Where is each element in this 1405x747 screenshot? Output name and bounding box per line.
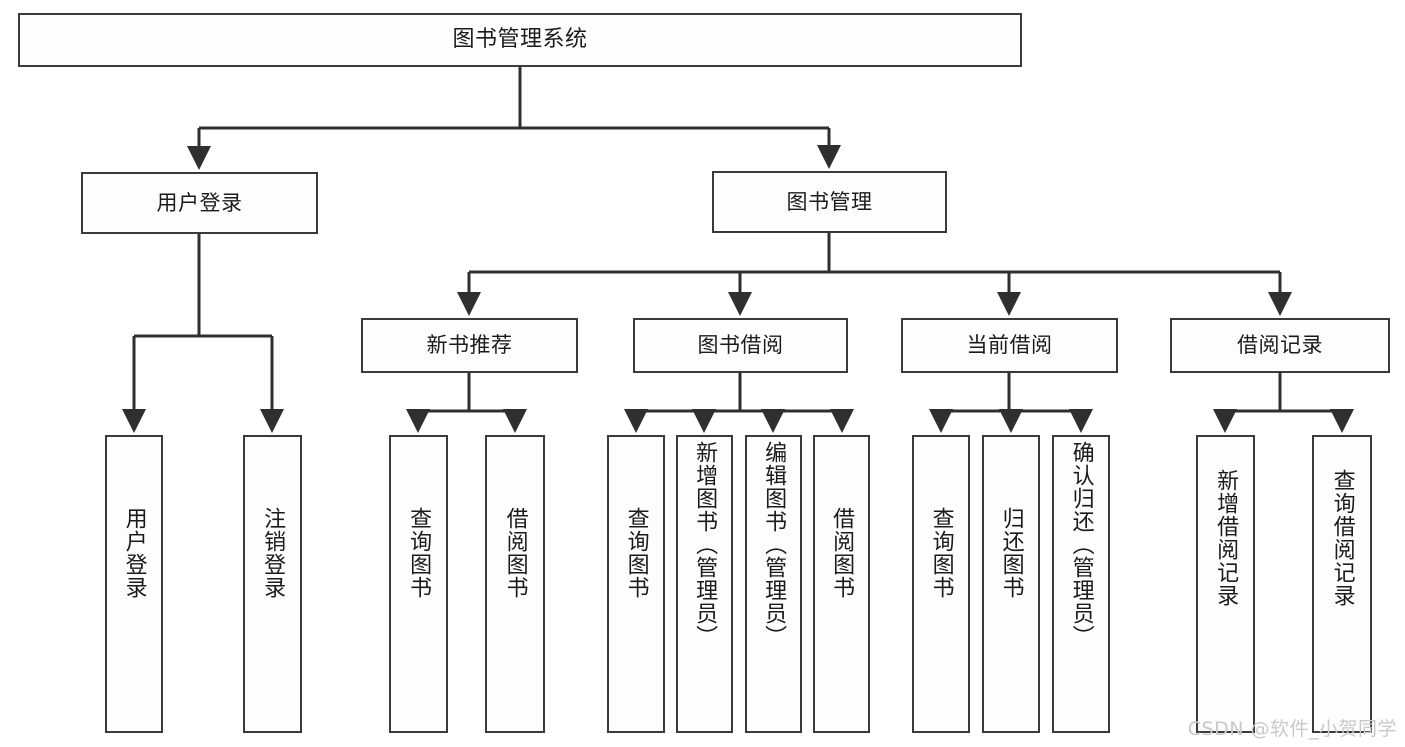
node-root[interactable]: 图书管理系统 (18, 13, 1022, 67)
node-leaf-borrow-book-rec[interactable]: 借阅图书 (485, 435, 545, 733)
node-book-management-label: 图书管理 (786, 189, 873, 214)
node-leaf-query-book-rec[interactable]: 查询图书 (389, 435, 448, 733)
node-current-borrow-label: 当前借阅 (966, 333, 1053, 358)
node-borrow-record-label: 借阅记录 (1237, 333, 1323, 358)
node-new-book-recommend[interactable]: 新书推荐 (361, 318, 578, 373)
node-leaf-user-login[interactable]: 用户登录 (105, 435, 163, 733)
node-borrow-record[interactable]: 借阅记录 (1170, 318, 1390, 373)
node-leaf-query-book-borrow[interactable]: 查询图书 (607, 435, 665, 733)
node-leaf-add-borrow-record[interactable]: 新增借阅记录 (1196, 435, 1255, 733)
node-leaf-query-book-rec-label: 查询图书 (406, 507, 432, 599)
node-leaf-return-book-label: 归还图书 (998, 507, 1024, 599)
node-book-management[interactable]: 图书管理 (712, 171, 947, 233)
node-root-label: 图书管理系统 (452, 27, 588, 53)
node-leaf-add-book-admin-label: 新增图书（管理员） (692, 441, 718, 648)
node-leaf-add-book-admin[interactable]: 新增图书（管理员） (676, 435, 733, 733)
node-leaf-edit-book-admin[interactable]: 编辑图书（管理员） (745, 435, 802, 733)
csdn-watermark: CSDN @软件_小贺同学 (1187, 718, 1397, 740)
node-leaf-return-book[interactable]: 归还图书 (982, 435, 1040, 733)
node-leaf-query-borrow-record[interactable]: 查询借阅记录 (1312, 435, 1372, 733)
node-current-borrow[interactable]: 当前借阅 (901, 318, 1118, 373)
node-new-book-recommend-label: 新书推荐 (426, 333, 513, 358)
node-leaf-edit-book-admin-label: 编辑图书（管理员） (761, 441, 787, 648)
node-leaf-user-login-label: 用户登录 (121, 507, 147, 599)
node-leaf-confirm-return-admin-label: 确认归还（管理员） (1068, 441, 1094, 648)
node-leaf-borrow-book[interactable]: 借阅图书 (813, 435, 870, 733)
node-leaf-query-borrow-record-label: 查询借阅记录 (1329, 469, 1355, 607)
node-user-login-label: 用户登录 (156, 190, 243, 215)
node-leaf-add-borrow-record-label: 新增借阅记录 (1213, 469, 1239, 607)
node-book-borrow-label: 图书借阅 (697, 333, 784, 358)
node-book-borrow[interactable]: 图书借阅 (633, 318, 848, 373)
node-leaf-borrow-book-rec-label: 借阅图书 (502, 507, 528, 599)
node-leaf-logout-label: 注销登录 (260, 507, 286, 599)
node-leaf-confirm-return-admin[interactable]: 确认归还（管理员） (1052, 435, 1110, 733)
node-leaf-query-book-current[interactable]: 查询图书 (912, 435, 970, 733)
node-leaf-borrow-book-label: 借阅图书 (829, 507, 855, 599)
node-leaf-query-book-current-label: 查询图书 (928, 507, 954, 599)
node-user-login[interactable]: 用户登录 (81, 172, 318, 234)
node-leaf-query-book-borrow-label: 查询图书 (623, 507, 649, 599)
node-leaf-logout[interactable]: 注销登录 (243, 435, 302, 733)
